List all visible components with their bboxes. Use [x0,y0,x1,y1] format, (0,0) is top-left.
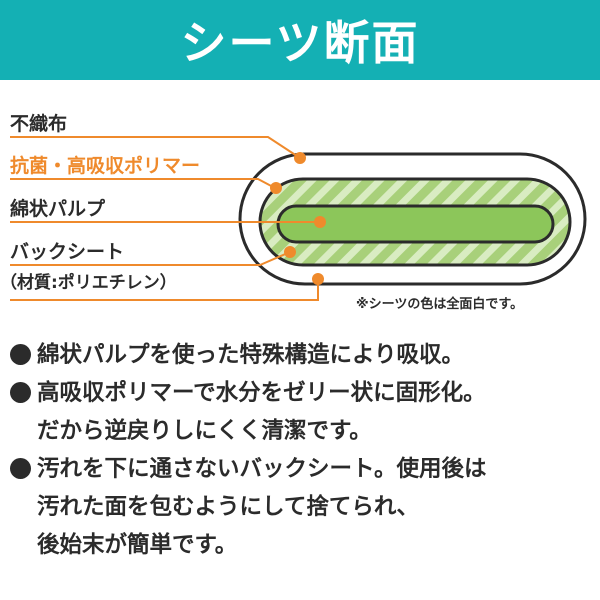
bullet-dot-icon [10,344,31,365]
feature-text: 高吸収ポリマーで水分をゼリー状に固形化。 [37,380,486,406]
label-nonwoven: 不織布 [10,113,68,135]
feature-text: 綿状パルプを使った特殊構造により吸収。 [37,342,465,368]
label-pulp: 綿状パルプ [10,198,106,220]
leader-line-nonwoven [10,136,301,159]
leader-line-backsheet-bottom [10,281,319,301]
marker-dot-pulp [314,216,326,228]
label-backsheet: バックシート [10,241,125,263]
marker-dot-nonwoven [294,152,306,164]
feature-text: だから逆戻りしにくく清潔です。 [37,418,372,444]
color-note: ※シーツの色は全面白です。 [356,297,524,312]
feature-item-2-continued: だから逆戻りしにくく清潔です。 [10,412,594,450]
feature-text: 後始末が簡単です。 [37,532,238,558]
cross-section-svg [10,136,587,301]
feature-text: 汚れを下に通さないバックシート。使用後は [37,456,487,482]
page-title: シーツ断面 [180,16,420,70]
label-polymer: 抗菌・高吸収ポリマー [10,155,201,177]
bullet-dot-icon [10,382,31,403]
marker-dot-backsheet [284,246,296,258]
leader-line-polymer [10,178,276,189]
pulp-core [276,204,555,244]
marker-dot-polymer [270,182,282,194]
feature-item-1: 綿状パルプを使った特殊構造により吸収。 [10,336,594,374]
bullet-dot-icon [10,458,31,479]
label-backsheet-material: （材質:ポリエチレン） [0,273,177,293]
feature-text: 汚れた面を包むようにして捨てられ、 [37,494,420,520]
feature-item-3-continued: 汚れた面を包むようにして捨てられ、 [10,488,594,526]
cross-section-diagram: 不織布 抗菌・高吸収ポリマー 綿状パルプ バックシート （材質:ポリエチレン） … [0,80,600,330]
header-banner: シーツ断面 [0,0,600,80]
feature-list: 綿状パルプを使った特殊構造により吸収。 高吸収ポリマーで水分をゼリー状に固形化。… [10,336,594,564]
marker-dot-backsheet-bottom [312,273,324,285]
leader-line-backsheet [10,251,291,266]
feature-item-3-continued: 後始末が簡単です。 [10,526,594,564]
feature-item-3: 汚れを下に通さないバックシート。使用後は [10,450,594,488]
feature-item-2: 高吸収ポリマーで水分をゼリー状に固形化。 [10,374,594,412]
